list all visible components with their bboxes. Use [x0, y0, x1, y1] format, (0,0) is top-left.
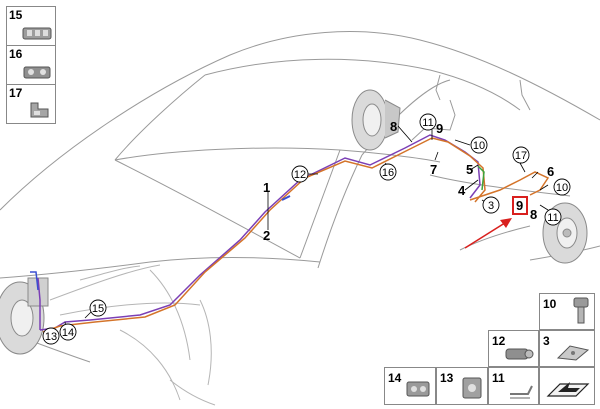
label-6: 6 — [547, 164, 554, 179]
label-8-lower: 8 — [530, 207, 537, 222]
brake-hose-green — [477, 165, 485, 191]
part-cell-12[interactable]: 12 — [488, 330, 539, 367]
callout-16: 16 — [382, 167, 394, 179]
callout-14: 14 — [62, 327, 74, 339]
pipe-holder-icon — [462, 377, 482, 399]
pipe-clip-icon — [406, 381, 430, 397]
front-left-brake-disc — [542, 202, 588, 264]
callout-10-upper: 10 — [473, 140, 485, 152]
callout-17: 17 — [515, 150, 527, 162]
rear-left-brake-disc — [351, 89, 401, 151]
brake-lines — [30, 74, 550, 333]
part-cell-shim[interactable] — [539, 367, 595, 405]
part-cell-13[interactable]: 13 — [436, 367, 488, 405]
main-brake-line-purple — [37, 134, 481, 331]
bracket-plate-icon — [556, 345, 590, 361]
callout-11-upper: 11 — [422, 117, 433, 129]
arrow-shim-icon — [546, 382, 590, 397]
thumb-number: 15 — [9, 8, 23, 22]
label-5: 5 — [466, 162, 473, 177]
label-2: 2 — [263, 228, 270, 243]
thumb-number: 16 — [9, 47, 23, 61]
double-clip-icon — [23, 66, 51, 79]
callout-12: 12 — [294, 169, 306, 181]
label-9-upper: 9 — [436, 121, 443, 136]
callout-10-lower: 10 — [556, 182, 568, 194]
highlight-box — [512, 196, 528, 215]
highlight-arrow — [464, 218, 512, 249]
part-number: 10 — [543, 297, 557, 311]
rear-axle-ghost — [49, 264, 216, 406]
main-brake-line-orange — [42, 137, 486, 333]
parts-thumbnails: 15 16 17 — [6, 6, 56, 124]
thumb-16[interactable]: 16 — [7, 46, 55, 85]
callout-15: 15 — [92, 303, 104, 315]
callout-13: 13 — [45, 331, 57, 343]
label-8-upper: 8 — [390, 119, 397, 134]
labels-plain: 1 2 8 9 7 5 4 6 8 — [263, 119, 554, 243]
label-4: 4 — [458, 183, 466, 198]
hose-clamp-icon — [510, 385, 533, 399]
thumb-number: 17 — [9, 86, 23, 100]
multi-clip-icon — [22, 27, 52, 40]
callout-3: 3 — [488, 200, 494, 212]
rear-brake-line-blue — [30, 271, 39, 291]
thumb-17[interactable]: 17 — [7, 85, 55, 123]
grommet-clip-icon — [505, 348, 534, 360]
part-number: 3 — [543, 334, 550, 348]
callout-11-lower: 11 — [547, 212, 558, 224]
part-number: 12 — [492, 334, 506, 348]
leader-lines — [51, 122, 549, 334]
part-number: 13 — [440, 371, 454, 385]
part-cell-3[interactable]: 3 — [539, 330, 595, 367]
label-1: 1 — [263, 180, 270, 195]
bolt-icon — [573, 297, 589, 324]
part-number: 11 — [492, 371, 505, 385]
highlighted-part-number: 9 — [516, 198, 524, 213]
bracket-clip-icon — [30, 102, 49, 118]
part-cell-10[interactable]: 10 — [539, 293, 595, 330]
part-number: 14 — [388, 371, 402, 385]
callouts-circled: 12 16 11 10 17 10 11 3 15 13 14 — [42, 113, 571, 345]
part-cell-11[interactable]: 11 — [488, 367, 539, 405]
part-cell-14[interactable]: 14 — [384, 367, 436, 405]
line-marker — [281, 195, 291, 201]
label-7: 7 — [430, 162, 437, 177]
rear-right-brake-disc — [0, 277, 49, 355]
thumb-15[interactable]: 15 — [7, 7, 55, 46]
